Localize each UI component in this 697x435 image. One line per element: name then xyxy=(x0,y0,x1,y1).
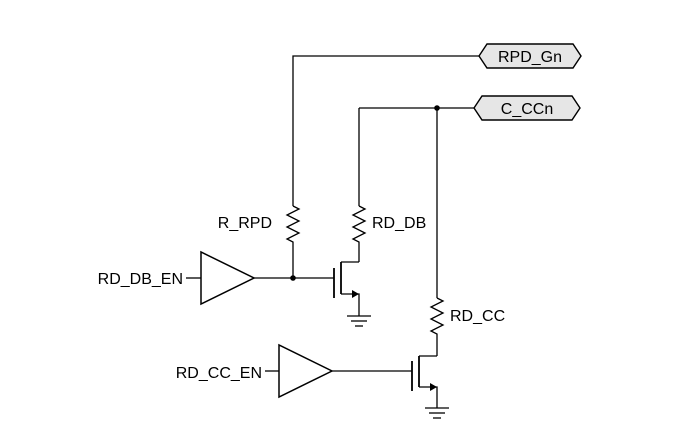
ccn-net-wires xyxy=(358,107,474,298)
ground-icon xyxy=(425,407,449,419)
resistor-rd-cc-label: RD_CC xyxy=(450,308,505,325)
port-c-ccn: C_CCn xyxy=(473,95,581,121)
input-rd-cc-en-label: RD_CC_EN xyxy=(176,365,262,382)
resistor-r-rpd-label: R_RPD xyxy=(218,215,272,232)
ground-icon xyxy=(347,315,371,327)
rpd-net-wires xyxy=(292,55,479,278)
resistor-rd-db xyxy=(351,205,367,262)
junction-dot-gate-db xyxy=(290,275,296,281)
nmos-transistor-rd-db xyxy=(333,261,360,316)
nmos-transistor-rd-cc xyxy=(411,355,438,408)
resistor-r-rpd xyxy=(285,205,301,247)
port-rpd-gn: RPD_Gn xyxy=(478,43,582,69)
buffer-rd-db-en xyxy=(200,250,256,306)
resistor-rd-db-label: RD_DB xyxy=(372,215,426,232)
port-rpd-gn-label: RPD_Gn xyxy=(498,49,562,66)
port-c-ccn-label: C_CCn xyxy=(501,101,553,118)
buffer-rd-cc-en xyxy=(278,343,334,399)
junction-dot-ccn xyxy=(434,105,440,111)
input-rd-db-en-label: RD_DB_EN xyxy=(98,271,183,288)
resistor-rd-cc xyxy=(429,297,445,356)
